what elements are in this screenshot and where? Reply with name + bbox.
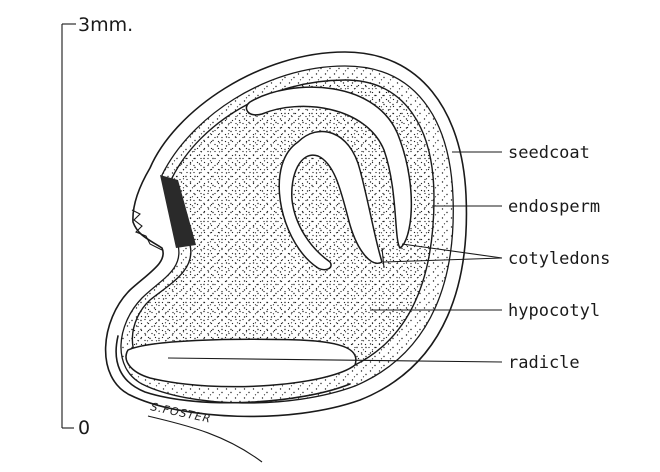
label-cotyledons: cotyledons <box>508 249 610 269</box>
cotyledon-tip <box>381 247 385 269</box>
leader-radicle <box>167 357 503 363</box>
seedcoat-lower-edge <box>115 335 351 404</box>
cotyledon-outer <box>245 86 413 250</box>
scale-bar: 3mm. 0 <box>61 14 133 439</box>
artist-signature: S.FOSTER <box>147 400 263 463</box>
label-hypocotyl: hypocotyl <box>508 301 600 321</box>
hilum-hatching <box>131 175 196 251</box>
scale-bottom-label: 0 <box>78 417 90 439</box>
radicle-region <box>125 338 357 388</box>
seedcoat-outer-outline <box>104 51 468 418</box>
scale-top-label: 3mm. <box>78 14 133 36</box>
leader-cotyledons-b <box>401 243 503 259</box>
cotyledon-inner <box>278 130 383 271</box>
leader-lines <box>167 151 503 363</box>
leader-cotyledons-a <box>383 257 503 263</box>
label-endosperm: endosperm <box>508 197 600 217</box>
signature-flourish <box>147 415 263 463</box>
label-radicle: radicle <box>508 353 580 373</box>
signature-text: S.FOSTER <box>149 400 212 426</box>
label-seedcoat: seedcoat <box>508 143 590 163</box>
